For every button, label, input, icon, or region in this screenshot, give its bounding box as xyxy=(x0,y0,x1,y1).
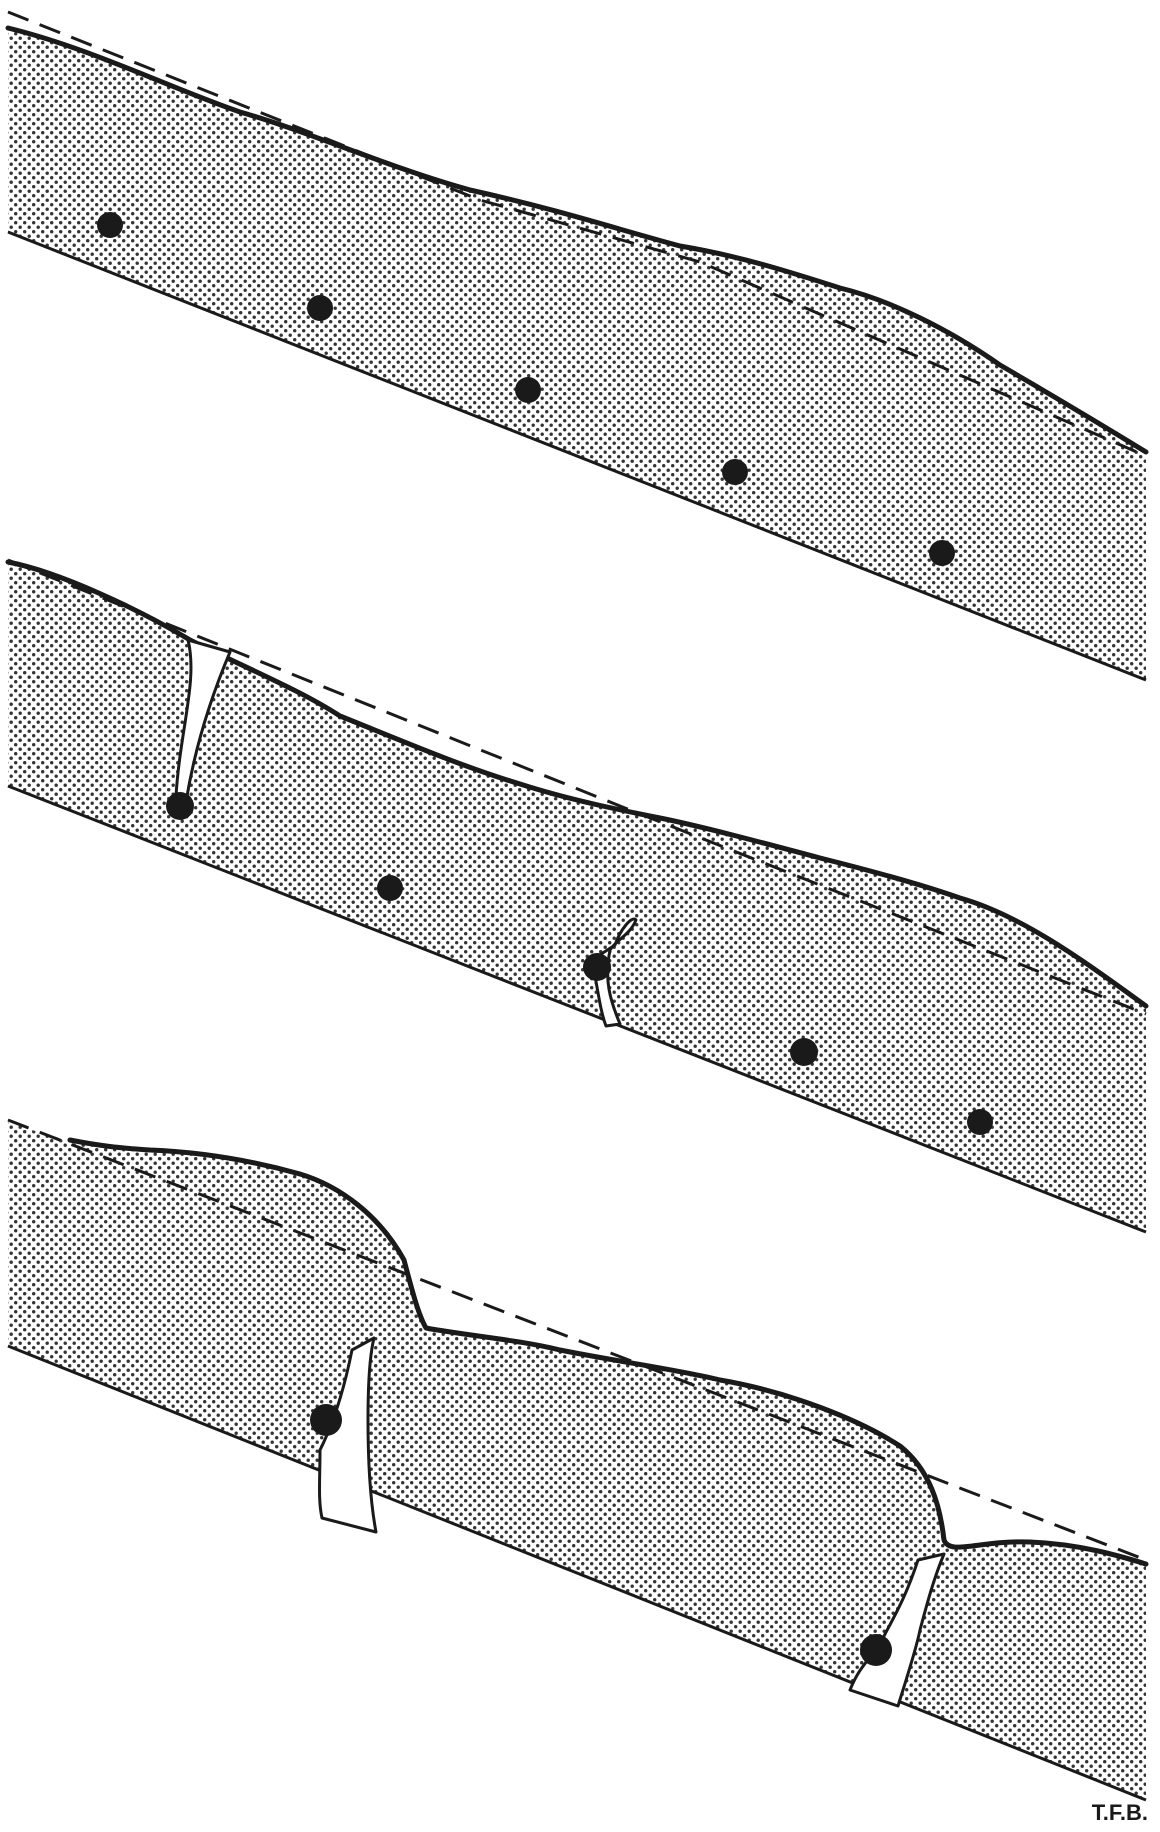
panel-3 xyxy=(8,1120,1146,1800)
drain-pipe xyxy=(166,792,194,820)
drain-pipe xyxy=(860,1634,892,1666)
drain-pipe xyxy=(515,377,541,403)
panel-1 xyxy=(8,12,1146,680)
drain-pipe xyxy=(967,1109,993,1135)
soil-layer xyxy=(8,1122,1146,1800)
soil-layer xyxy=(8,28,1146,680)
author-initials: T.F.B. xyxy=(1092,1800,1148,1826)
drain-pipe xyxy=(583,953,611,981)
drain-pipe xyxy=(377,875,403,901)
drain-pipe xyxy=(722,459,748,485)
drain-pipe xyxy=(97,212,123,238)
panel-2 xyxy=(8,560,1146,1232)
drain-pipe xyxy=(310,1404,342,1436)
drain-pipe xyxy=(929,540,955,566)
drain-pipe xyxy=(307,295,333,321)
drain-pipe xyxy=(790,1038,818,1066)
